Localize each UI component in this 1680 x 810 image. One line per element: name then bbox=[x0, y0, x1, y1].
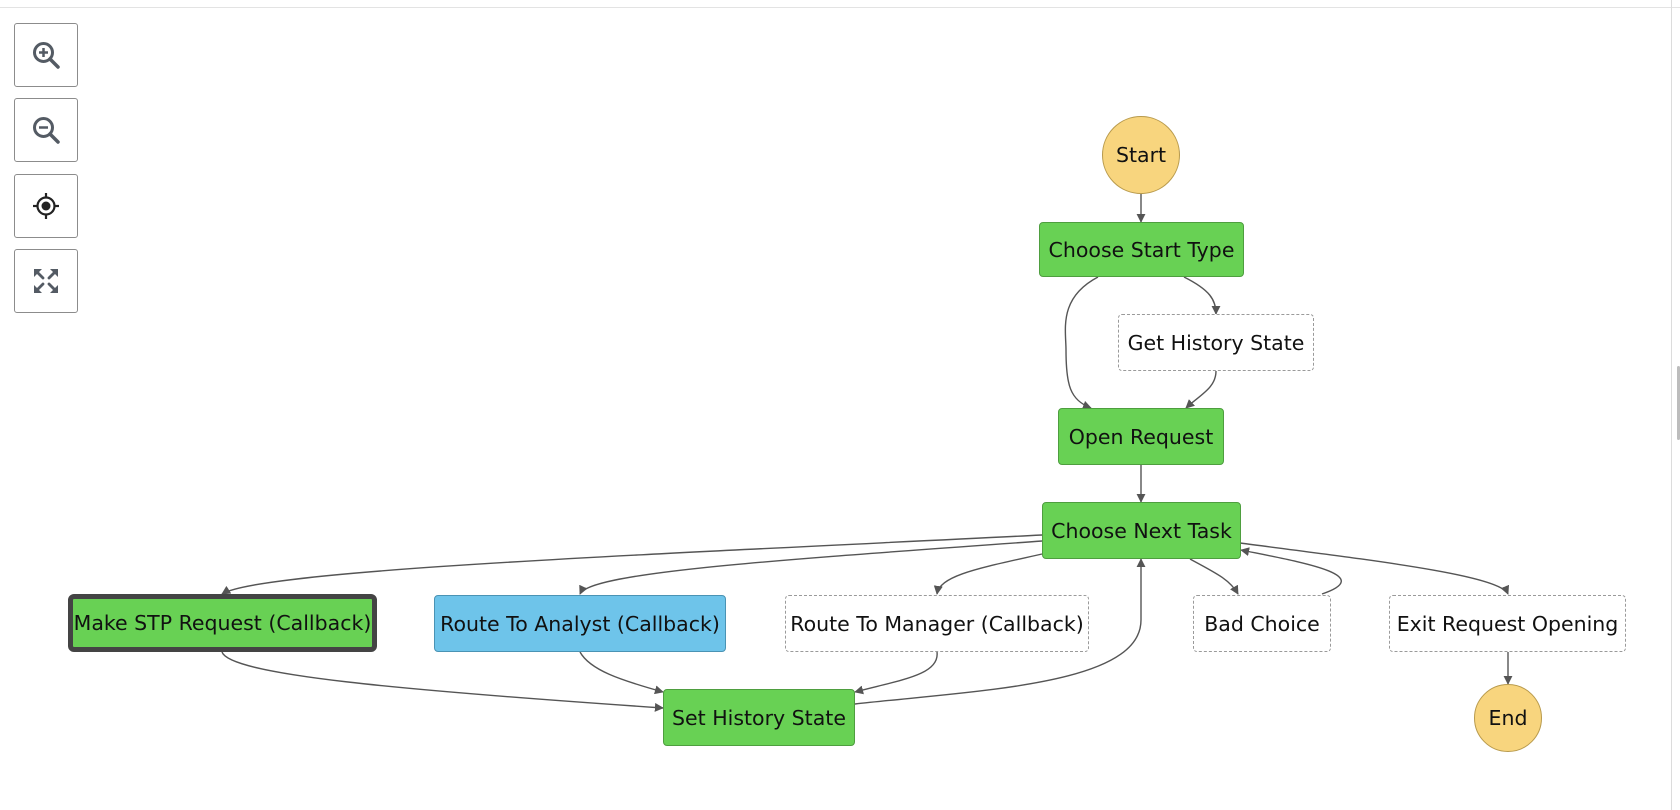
edge-route-to-manager-to-set-history-state bbox=[854, 651, 938, 695]
state-route-to-manager[interactable]: Route To Manager (Callback) bbox=[785, 595, 1089, 652]
start-node[interactable]: Start bbox=[1102, 116, 1180, 194]
edge-choose-next-task-to-route-to-analyst bbox=[579, 540, 1043, 595]
state-bad-choice[interactable]: Bad Choice bbox=[1193, 595, 1331, 652]
end-node[interactable]: End bbox=[1474, 684, 1542, 752]
state-exit-request-opening[interactable]: Exit Request Opening bbox=[1389, 595, 1626, 652]
edge-choose-next-task-to-make-stp-request bbox=[221, 534, 1043, 595]
edge-bad-choice-to-choose-next-task bbox=[1240, 547, 1342, 595]
state-choose-next-task[interactable]: Choose Next Task bbox=[1042, 502, 1241, 559]
center-button[interactable] bbox=[14, 174, 78, 238]
state-open-request[interactable]: Open Request bbox=[1058, 408, 1224, 465]
top-border bbox=[0, 0, 1680, 8]
fit-button[interactable] bbox=[14, 249, 78, 313]
state-make-stp-request[interactable]: Make STP Request (Callback) bbox=[68, 594, 377, 652]
edge-make-stp-request-to-set-history-state bbox=[221, 651, 664, 712]
zoom-in-icon bbox=[33, 42, 60, 69]
zoom-in-button[interactable] bbox=[14, 23, 78, 87]
edge-choose-start-type-to-get-history-state bbox=[1183, 276, 1221, 315]
edge-choose-next-task-to-bad-choice bbox=[1189, 558, 1239, 595]
zoom-out-button[interactable] bbox=[14, 98, 78, 162]
zoom-out-icon bbox=[33, 117, 60, 144]
right-panel-divider bbox=[1671, 0, 1672, 810]
state-set-history-state[interactable]: Set History State bbox=[663, 689, 855, 746]
edge-set-history-state-to-choose-next-task bbox=[854, 558, 1146, 705]
edge-choose-next-task-to-route-to-manager bbox=[933, 553, 1043, 595]
scrollbar[interactable] bbox=[1677, 366, 1680, 440]
state-choose-start-type[interactable]: Choose Start Type bbox=[1039, 222, 1244, 277]
edge-choose-start-type-to-open-request bbox=[1064, 276, 1099, 410]
edge-choose-next-task-to-exit-request-opening bbox=[1239, 542, 1509, 595]
fit-icon bbox=[34, 269, 58, 293]
state-get-history-state[interactable]: Get History State bbox=[1118, 314, 1314, 371]
center-icon bbox=[33, 193, 59, 219]
edge-route-to-analyst-to-set-history-state bbox=[579, 651, 664, 695]
edge-get-history-state-to-open-request bbox=[1185, 370, 1217, 409]
state-route-to-analyst[interactable]: Route To Analyst (Callback) bbox=[434, 595, 726, 652]
